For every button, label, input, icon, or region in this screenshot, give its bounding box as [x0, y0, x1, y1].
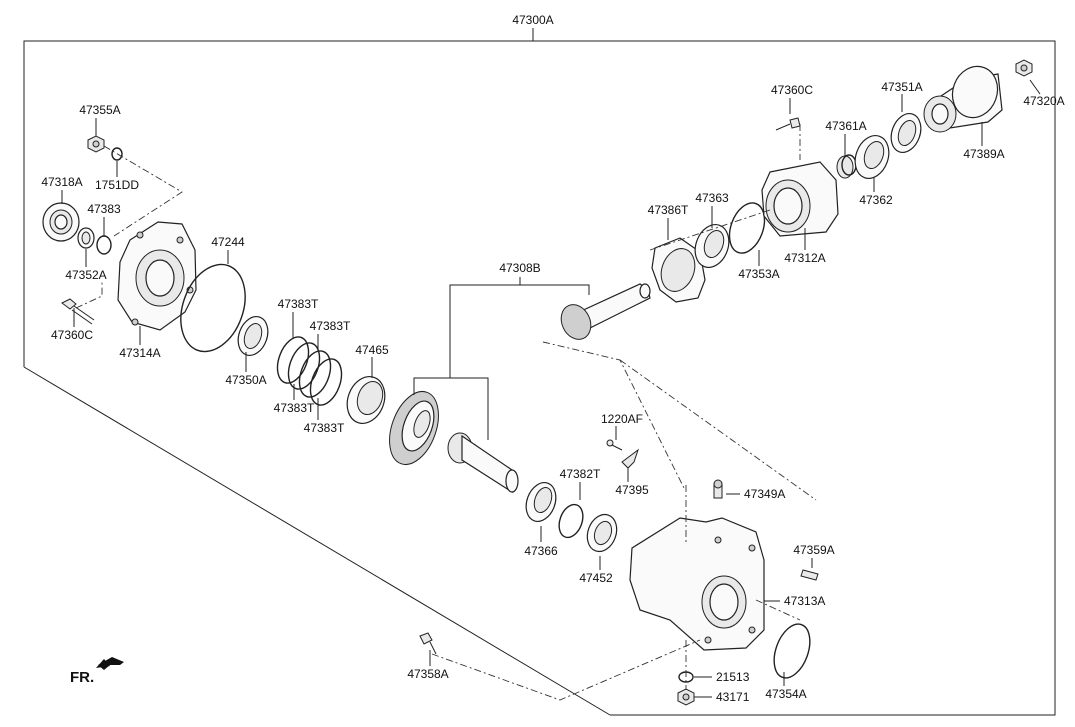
label-47353a: 47353A: [738, 267, 779, 281]
seal-47318a: [42, 202, 80, 242]
snap-ring-47382t: [558, 503, 584, 539]
hub-shaft-47308b: [447, 432, 519, 494]
label-47395: 47395: [615, 483, 649, 497]
label-47244: 47244: [211, 235, 245, 249]
label-1220af: 1220AF: [601, 412, 643, 426]
bolt-47360c-left: [61, 298, 95, 325]
label-47352a: 47352A: [65, 268, 106, 282]
label-47314a: 47314A: [119, 346, 160, 360]
case-47313a: [629, 517, 765, 651]
bearing-47366: [525, 482, 557, 522]
label-47351a: 47351A: [881, 80, 922, 94]
label-47313a: 47313A: [784, 594, 825, 608]
leader-lines: [61, 79, 1041, 698]
bracket-47395: [621, 448, 639, 469]
nut-47320a: [1015, 59, 1033, 77]
label-43171: 43171: [716, 690, 750, 704]
label-47320a: 47320A: [1023, 94, 1064, 108]
label-47386t: 47386T: [648, 203, 689, 217]
seal-47350a: [237, 316, 269, 356]
label-47349a: 47349A: [744, 487, 785, 501]
plug-43171: [677, 688, 695, 706]
ring-47352a: [77, 227, 95, 249]
fr-arrow-icon: [96, 657, 124, 670]
label-47361a: 47361A: [825, 119, 866, 133]
label-47300a: 47300A: [512, 13, 553, 27]
fr-direction-label: FR.: [70, 669, 94, 686]
bolt-47360c-top: [775, 117, 801, 131]
washer-1751dd: [111, 147, 123, 161]
label-47366: 47366: [524, 544, 558, 558]
ring-gear-47308b: [389, 391, 439, 465]
label-47359a: 47359A: [793, 543, 834, 557]
seal-47452: [586, 513, 618, 553]
snap-rings-47383t: [276, 336, 343, 406]
label-47452: 47452: [579, 571, 613, 585]
dowel-47359a: [800, 569, 819, 581]
part-labels: 47300A 47355A 47318A 1751DD 47383 47244 …: [41, 13, 1064, 704]
bearing-47362: [854, 135, 890, 179]
label-47465: 47465: [355, 343, 389, 357]
label-47318a: 47318A: [41, 175, 82, 189]
label-47383t-a: 47383T: [278, 297, 319, 311]
bearing-47465: [346, 376, 386, 424]
bolt-47355a: [87, 135, 105, 153]
label-47355a: 47355A: [79, 103, 120, 117]
label-1751dd: 1751DD: [95, 178, 139, 192]
oring-47383: [96, 235, 112, 255]
label-47312a: 47312A: [784, 251, 825, 265]
pinion-47308b: [560, 283, 651, 340]
cover-47314a: [117, 221, 197, 331]
bolt-47358a: [419, 632, 437, 655]
label-47383t-c: 47383T: [274, 401, 315, 415]
label-47383t-b: 47383T: [310, 319, 351, 333]
label-47389a: 47389A: [963, 147, 1004, 161]
bolt-1220af: [606, 439, 623, 451]
label-47383t-d: 47383T: [304, 421, 345, 435]
label-47308b: 47308B: [499, 261, 540, 275]
gasket-47386t: [651, 237, 706, 303]
spring-47361a: [836, 154, 857, 179]
label-21513: 21513: [716, 670, 750, 684]
oring-47354a: [773, 623, 811, 679]
breather-47349a: [713, 479, 723, 499]
label-47360c-left: 47360C: [51, 328, 93, 342]
label-47362: 47362: [859, 193, 893, 207]
flange-47389a: [923, 65, 1003, 133]
label-47350a: 47350A: [225, 373, 266, 387]
assembly-dash-lines: [75, 124, 817, 701]
seal-47351a: [890, 113, 922, 153]
label-47360c-top: 47360C: [771, 83, 813, 97]
oring-47244: [180, 263, 246, 353]
label-47382t: 47382T: [560, 467, 601, 481]
bearing-47363: [694, 224, 730, 268]
label-47363: 47363: [695, 191, 729, 205]
label-47354a: 47354A: [765, 687, 806, 701]
label-47383: 47383: [87, 202, 121, 216]
assembly-frame: [23, 28, 1056, 716]
label-47358a: 47358A: [407, 667, 448, 681]
housing-47312a: [761, 161, 839, 237]
